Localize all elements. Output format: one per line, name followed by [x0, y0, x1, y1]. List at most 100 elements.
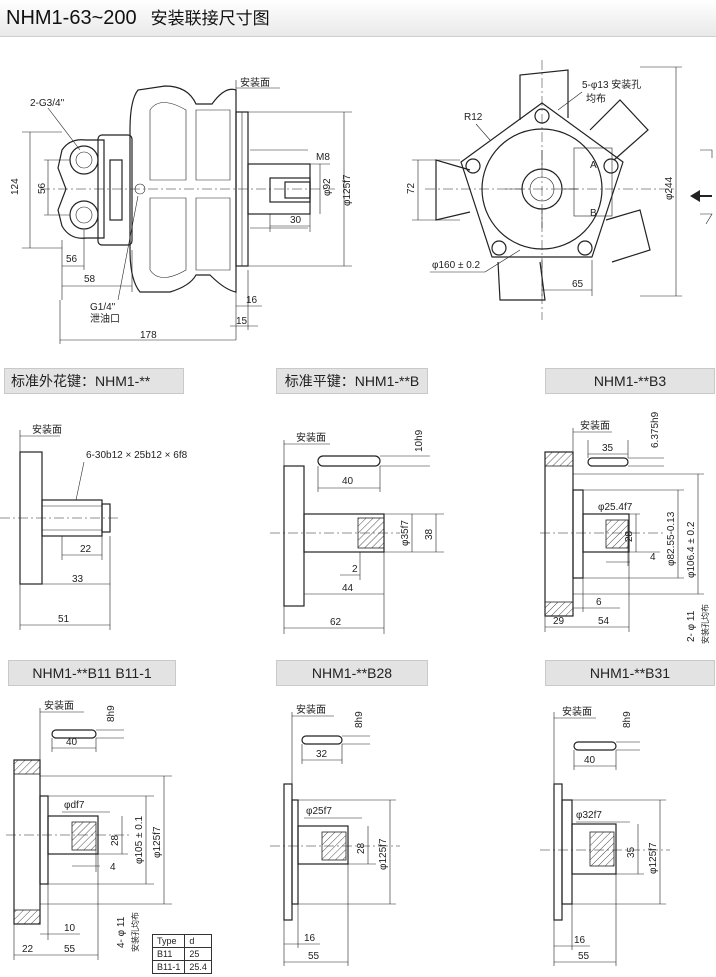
b28-key-width: 8h9: [354, 711, 365, 728]
b31-dim-16: 16: [574, 935, 586, 946]
b3-dim-54: 54: [598, 616, 610, 627]
b11-holes-spec: 4- φ 11: [116, 916, 127, 948]
b11-holes-note: 安装孔均布: [130, 912, 140, 952]
mount-holes-even: 均布: [586, 93, 606, 105]
b11-pilot-diameter: φ125f7: [152, 826, 163, 858]
arrow-left-icon: [690, 190, 700, 202]
table-row: B11 25: [151, 947, 212, 961]
b11-mount-face: 安装面: [44, 699, 74, 712]
dim-15: 15: [236, 316, 248, 327]
b31-key-width: 8h9: [622, 711, 633, 728]
end-view: A B 5-φ13 安装孔 均布 R12 72 φ244 φ160 ± 0.2 …: [406, 60, 713, 320]
b3-pilot-diameter: φ82.55-0.13: [666, 511, 677, 566]
dim-56-vertical: 56: [37, 182, 48, 194]
dim-72: 72: [406, 182, 417, 194]
b3-dim-29: 29: [553, 616, 565, 627]
tab-b11-shaft: NHM1-**B11 B11-1: [8, 660, 176, 686]
flat-dim-2: 2: [352, 564, 358, 575]
b3-holes-spec: 2- φ 11: [686, 610, 697, 642]
radius-r12: R12: [464, 112, 483, 123]
b31-shaft-diameter: φ32f7: [576, 810, 602, 821]
b28-view: 安装面 8h9 32 φ25f7 28 φ125f7 16 55: [270, 703, 400, 966]
b3-view: 安装面 6.375h9 35 φ25.4f7 28 4 φ82.55-0.13 …: [540, 411, 710, 644]
main-side-view: 124 56 56 58 2-G3/4" G1/4" 泄油口 安装面 M8 φ9…: [10, 76, 353, 344]
b11-dim-28: 28: [110, 834, 121, 846]
table-row: B11-1 25.4: [151, 960, 212, 974]
pilot-diameter-125f7: φ125f7: [342, 174, 353, 206]
port-b: B: [590, 208, 597, 219]
body-diameter-244: φ244: [664, 176, 675, 200]
title-bar: NHM1-63~200 安装联接尺寸图: [0, 0, 716, 37]
flat-mount-face: 安装面: [296, 431, 326, 444]
tab-flat-key-shaft: 标准平键：NHM1-**B: [276, 368, 428, 394]
b3-dim-28: 28: [624, 530, 635, 542]
dim-178: 178: [140, 330, 157, 341]
b31-view: 安装面 8h9 40 φ32f7 35 φ125f7 16 55: [540, 705, 670, 966]
bolt-circle-160: φ160 ± 0.2: [432, 260, 481, 271]
table-head-d: d: [184, 934, 212, 948]
b11-shaft-diameter: φdf7: [64, 800, 85, 811]
table-cell: 25.4: [184, 960, 212, 974]
flat-key-width: 10h9: [414, 429, 425, 452]
b28-mount-face: 安装面: [296, 703, 326, 716]
dim-30: 30: [290, 215, 302, 226]
port-label: 2-G3/4": [30, 98, 65, 109]
main-mount-face: 安装面: [240, 76, 270, 89]
shaft-diameter-92: φ92: [322, 178, 333, 196]
spline-spec: 6-30b12 × 25b12 × 6f8: [86, 450, 188, 461]
port-a: A: [590, 160, 597, 171]
drawing-subtitle: 安装联接尺寸图: [150, 9, 270, 28]
b3-key-width: 6.375h9: [650, 411, 661, 448]
b11-key-length: 40: [66, 737, 78, 748]
b11-bolt-circle: φ105 ± 0.1: [134, 815, 145, 864]
b3-key-length: 35: [602, 443, 614, 454]
b28-key-length: 32: [316, 749, 328, 760]
tab-b28-shaft: NHM1-**B28: [276, 660, 428, 686]
table-cell: B11-1: [151, 960, 186, 974]
model-title: NHM1-63~200: [6, 7, 137, 29]
b3-bolt-circle: φ106.4 ± 0.2: [686, 521, 697, 578]
b28-dim-16: 16: [304, 933, 316, 944]
b11-dim-10: 10: [64, 923, 76, 934]
drain-thread: G1/4": [90, 302, 116, 313]
b28-dim-55: 55: [308, 951, 320, 962]
table-row: Type d: [151, 934, 212, 948]
dim-16: 16: [246, 295, 258, 306]
b28-pilot-diameter: φ125f7: [378, 838, 389, 870]
b3-mount-face: 安装面: [580, 419, 610, 432]
spline-dim-51: 51: [58, 614, 70, 625]
mount-holes-spec: 5-φ13 安装孔: [582, 78, 641, 91]
table-cell: 25: [184, 947, 212, 961]
tab-spline-shaft: 标准外花键：NHM1-**: [4, 368, 184, 394]
drain-port-label: 泄油口: [90, 312, 120, 325]
b31-key-length: 40: [584, 755, 596, 766]
spline-view: 安装面 6-30b12 × 25b12 × 6f8 22 33 51: [0, 423, 188, 630]
flat-shaft-diameter: φ35f7: [400, 520, 411, 546]
b31-mount-face: 安装面: [562, 705, 592, 718]
b11-type-table: Type d B11 25 B11-1 25.4: [151, 934, 212, 974]
dim-124: 124: [10, 178, 21, 195]
b11-key-width: 8h9: [106, 705, 117, 722]
flat-key-length: 40: [342, 476, 354, 487]
dim-56-horizontal: 56: [66, 254, 78, 265]
spline-mount-face: 安装面: [32, 423, 62, 436]
b31-dim-55: 55: [578, 951, 590, 962]
b3-dim-4: 4: [650, 552, 656, 563]
tab-b3-shaft: NHM1-**B3: [545, 368, 715, 394]
shaft-thread-m8: M8: [316, 152, 330, 163]
spline-dim-22: 22: [80, 544, 92, 555]
dim-65: 65: [572, 279, 584, 290]
page-title: NHM1-63~200 安装联接尺寸图: [6, 4, 270, 30]
spline-dim-33: 33: [72, 574, 84, 585]
b3-shaft-diameter: φ25.4f7: [598, 502, 633, 513]
b31-pilot-diameter: φ125f7: [648, 842, 659, 874]
flat-dim-38: 38: [424, 528, 435, 540]
flat-dim-44: 44: [342, 583, 354, 594]
flat-dim-62: 62: [330, 617, 342, 628]
b28-dim-28: 28: [356, 842, 367, 854]
table-head-type: Type: [151, 934, 186, 948]
b11-view: 安装面 8h9 40 φdf7 28 4 φ105 ± 0.1 φ125f7 1…: [6, 699, 172, 960]
b31-dim-35: 35: [626, 846, 637, 858]
flat-key-view: 安装面 10h9 40 φ35f7 38 2 44 62: [270, 429, 444, 634]
